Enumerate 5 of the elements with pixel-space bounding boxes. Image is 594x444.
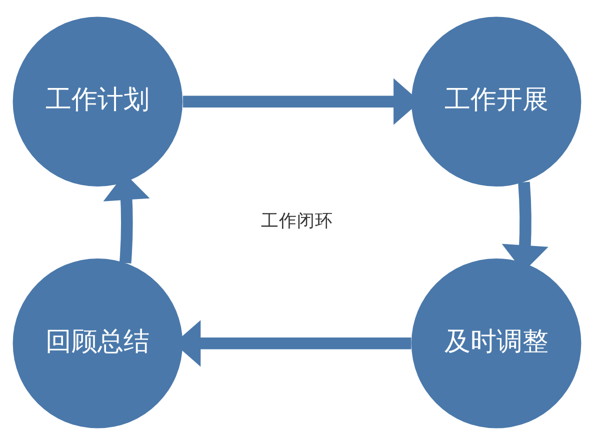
node-circle: 工作计划 [12,16,183,186]
node-circle: 回顾总结 [12,258,183,428]
label: 工作闭环 [261,211,333,232]
node-circle: 及时调整 [411,258,582,428]
node-circle: 工作开展 [411,16,582,186]
